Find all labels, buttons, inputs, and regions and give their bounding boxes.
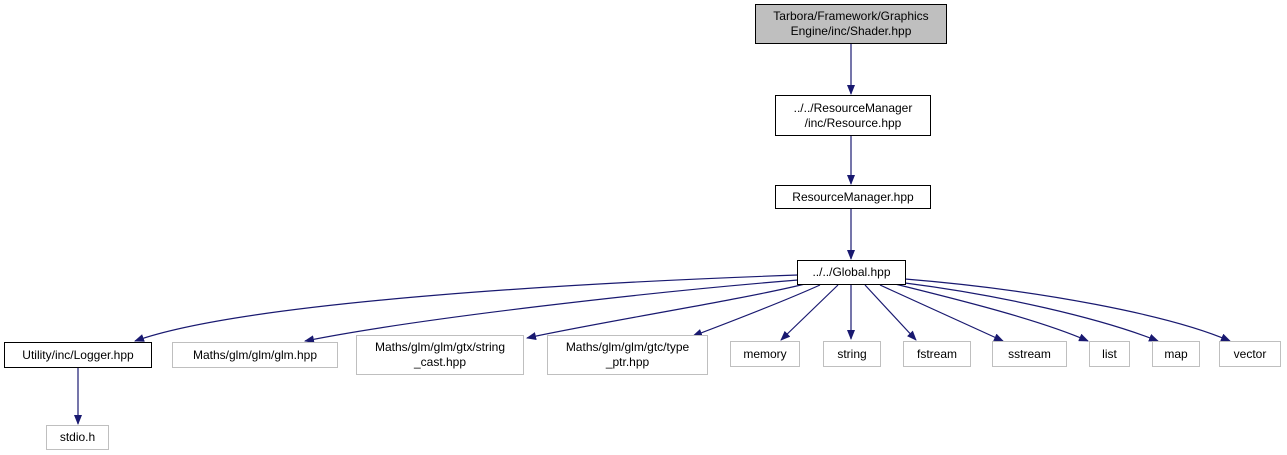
node-vector-line1: vector [1233, 346, 1267, 361]
edge-global-logger [134, 274, 799, 342]
node-memory-line1: memory [743, 346, 787, 361]
edge-global-memory [780, 284, 839, 341]
node-resource-manager-line1: ResourceManager.hpp [792, 189, 914, 204]
node-map[interactable]: map [1152, 341, 1200, 367]
node-global-line1: ../../Global.hpp [812, 265, 891, 279]
node-type-ptr-line2: _ptr.hpp [605, 355, 650, 369]
node-string-line1: string [837, 346, 867, 361]
node-sstream-line1: sstream [1008, 346, 1051, 361]
node-glm-hpp[interactable]: Maths/glm/glm/glm.hpp [172, 342, 338, 368]
node-string-cast-line2: _cast.hpp [413, 355, 467, 369]
node-fstream-line1: fstream [916, 346, 957, 361]
node-resource-line2: /inc/Resource.hpp [804, 115, 902, 130]
node-type-ptr-hpp[interactable]: Maths/glm/glm/gtc/type _ptr.hpp [547, 335, 708, 375]
node-stdio-h[interactable]: stdio.h [46, 425, 109, 450]
node-stdio-line1: stdio.h [59, 430, 96, 444]
edge-global-list [894, 283, 1089, 342]
node-logger-hpp[interactable]: Utility/inc/Logger.hpp [4, 342, 152, 368]
node-vector[interactable]: vector [1219, 341, 1281, 367]
node-string-cast-hpp[interactable]: Maths/glm/glm/gtx/string _cast.hpp [356, 335, 524, 375]
node-string[interactable]: string [823, 341, 881, 367]
node-resource-hpp[interactable]: ../../ResourceManager /inc/Resource.hpp [775, 95, 931, 136]
node-list-line1: list [1102, 346, 1117, 361]
node-shader-line1: Tarbora/Framework/Graphics [773, 9, 929, 23]
edge-global-map [904, 282, 1159, 342]
node-resource-manager-hpp[interactable]: ResourceManager.hpp [775, 185, 931, 209]
edge-global-glm [304, 279, 799, 344]
node-global-hpp[interactable]: ../../Global.hpp [797, 260, 906, 285]
node-map-line1: map [1164, 346, 1188, 361]
node-resource-line1: ../../ResourceManager [793, 100, 913, 115]
node-memory[interactable]: memory [730, 341, 800, 367]
edge-global-stringcast [526, 283, 806, 340]
edge-global-sstream [879, 284, 1004, 342]
node-string-cast-line1: Maths/glm/glm/gtx/string [374, 340, 506, 354]
edge-global-typeptr [692, 284, 821, 337]
node-logger-line1: Utility/inc/Logger.hpp [22, 347, 134, 362]
node-fstream[interactable]: fstream [903, 341, 971, 367]
node-shader-line2: Engine/inc/Shader.hpp [790, 24, 912, 38]
edge-global-fstream [864, 284, 917, 341]
edge-global-vector [904, 278, 1231, 342]
node-glm-line1: Maths/glm/glm/glm.hpp [192, 347, 318, 362]
node-shader-hpp[interactable]: Tarbora/Framework/Graphics Engine/inc/Sh… [755, 4, 947, 44]
node-list[interactable]: list [1089, 341, 1130, 367]
node-sstream[interactable]: sstream [992, 341, 1067, 367]
node-type-ptr-line1: Maths/glm/glm/gtc/type [565, 340, 690, 354]
